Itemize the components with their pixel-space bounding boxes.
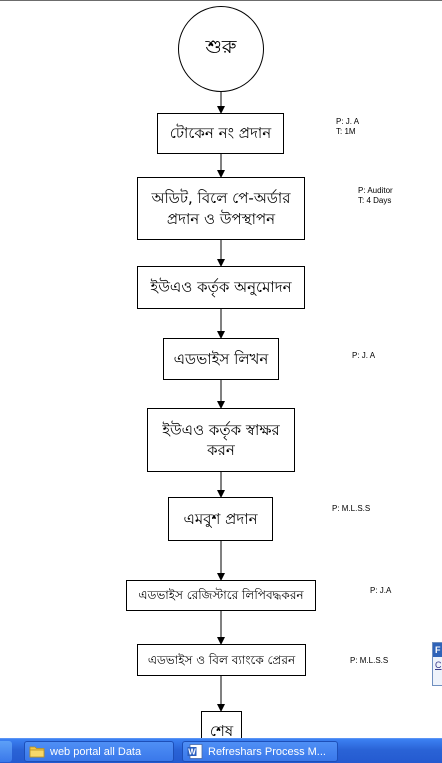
taskbar-button-web-portal[interactable]: web portal all Data [24,741,174,762]
flow-connectors [217,90,225,712]
document-canvas: শুরু টোকেন নং প্রদান P: J. A T: 1M অডিট,… [0,0,442,738]
svg-text:W: W [188,748,196,757]
step-label: এডভাইস লিখন [173,349,269,368]
step-audit-payorder: অডিট, বিলে পে-অর্ডার প্রদান ও উপস্থাপন [137,177,305,240]
step-label: এডভাইস রেজিস্টারে লিপিবদ্ধকরন [138,588,304,603]
step-note: P: J.A [370,586,392,595]
step-label: ইউএও কর্তৃক স্বাক্ষর করন [162,420,280,459]
start-label: শুরু [205,36,237,58]
step-uao-approval: ইউএও কর্তৃক অনুমোদন [137,266,305,309]
taskbar-button-label: web portal all Data [50,745,142,758]
side-panel-link[interactable]: C [435,660,442,670]
step-send-to-bank: এডভাইস ও বিল ব্যাংকে প্রেরন [137,644,306,676]
step-uao-signature: ইউএও কর্তৃক স্বাক্ষর করন [147,408,295,472]
end-node: শেষ [201,711,242,738]
step-note: P: M.L.S.S [350,656,389,665]
step-note: P: J. A [352,351,376,360]
step-label: এডভাইস ও বিল ব্যাংকে প্রেরন [147,652,296,667]
step-label: ইউএও কর্তৃক অনুমোদন [150,278,292,297]
side-panel-header: F [433,643,442,657]
taskbar-button-label: Refreshars Process M... [208,745,326,758]
word-document-icon: W [187,744,203,759]
step-label: অডিট, বিলে পে-অর্ডার প্রদান ও উপস্থাপন [151,189,291,228]
start-node: শুরু [178,6,264,92]
step-note: P: J. A T: 1M [336,117,360,136]
step-advice-writing: এডভাইস লিখন [163,338,279,380]
taskbar: web portal all Data W Refreshars Process… [0,738,442,763]
step-note: P: M.L.S.S [332,504,371,513]
step-label: টোকেন নং প্রদান [169,124,272,143]
step-register-entry: এডভাইস রেজিস্টারে লিপিবদ্ধকরন [126,580,316,611]
end-label: শেষ [209,722,234,738]
step-embossing: এমবুশ প্রদান [168,497,273,541]
side-task-panel[interactable]: F C [432,642,442,686]
folder-icon [29,745,45,758]
step-token-number: টোকেন নং প্রদান [157,113,284,154]
window-top-edge [0,0,442,1]
step-note: P: Auditor T: 4 Days [358,186,393,205]
taskbar-button-refreshers-process[interactable]: W Refreshars Process M... [182,741,338,762]
start-button-edge[interactable] [0,741,12,762]
step-label: এমবুশ প্রদান [183,509,258,528]
